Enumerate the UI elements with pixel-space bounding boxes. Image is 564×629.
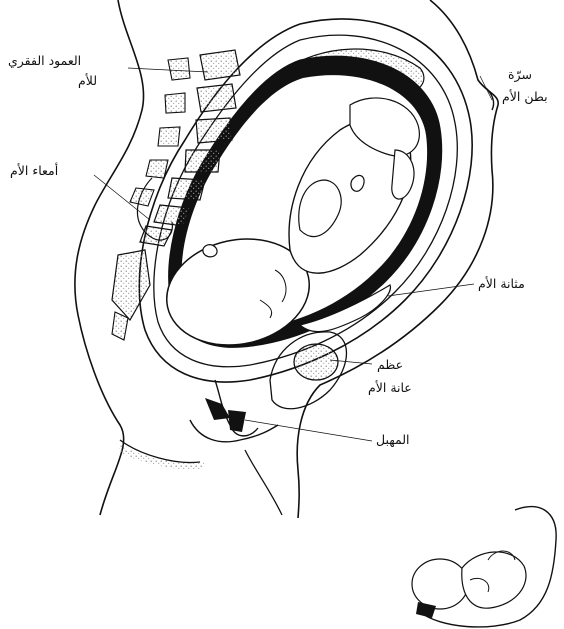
sacrum bbox=[112, 250, 150, 320]
label-pubic-bone-line2: عانة الأم bbox=[368, 379, 412, 396]
perineum-dark bbox=[205, 398, 230, 420]
navel-mark bbox=[486, 88, 494, 110]
inset-fetus-body bbox=[462, 552, 526, 608]
label-pubic-bone: عظم bbox=[377, 356, 403, 373]
label-spine: العمود الفقري bbox=[8, 52, 81, 69]
coccyx bbox=[112, 312, 128, 340]
pubic-bone bbox=[294, 344, 338, 380]
label-intestines: أمعاء الأم bbox=[10, 162, 58, 179]
thigh-right bbox=[245, 450, 282, 515]
buttock-stipple bbox=[118, 445, 205, 470]
label-vagina: المهبل bbox=[376, 431, 410, 448]
label-navel: سرّة bbox=[508, 66, 532, 83]
fetus-ear bbox=[203, 245, 217, 257]
vagina-dark bbox=[228, 410, 246, 432]
label-spine-line2: للأم bbox=[78, 72, 97, 89]
inset-fetus-figure bbox=[412, 507, 556, 627]
inset-fetus-head bbox=[412, 559, 468, 609]
label-bladder: مثانة الأم bbox=[478, 275, 525, 292]
label-navel-line2: بطن الأم bbox=[502, 88, 548, 105]
